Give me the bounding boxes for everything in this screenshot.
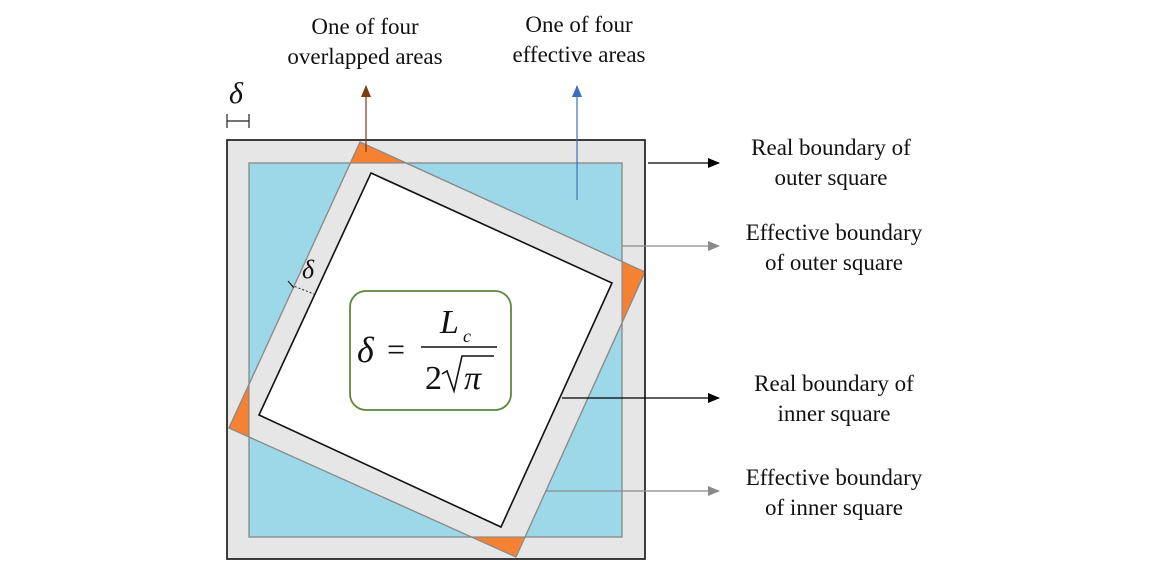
formula-L: L bbox=[439, 304, 459, 341]
formula-equals: = bbox=[387, 331, 405, 367]
eff-inner-label-line2: of inner square bbox=[765, 495, 903, 520]
real-inner-label-line2: inner square bbox=[777, 401, 890, 426]
formula-c: c bbox=[463, 326, 471, 346]
delta-width-marker: δ bbox=[226, 77, 250, 128]
eff-outer-label-line2: of outer square bbox=[765, 250, 903, 275]
real-outer-label-line1: Real boundary of bbox=[751, 135, 911, 160]
eff-inner-label-line1: Effective boundary bbox=[746, 465, 923, 490]
formula-two: 2 bbox=[425, 360, 442, 397]
eff-outer-label-line1: Effective boundary bbox=[746, 220, 923, 245]
effective-label-line2: effective areas bbox=[512, 42, 645, 67]
effective-label-line1: One of four bbox=[525, 12, 633, 37]
overlapped-label-line1: One of four bbox=[311, 14, 419, 39]
real-inner-label-line1: Real boundary of bbox=[754, 371, 914, 396]
formula-delta: δ bbox=[357, 330, 375, 370]
formula-pi: π bbox=[464, 360, 482, 397]
delta-symbol-band: δ bbox=[302, 255, 315, 284]
delta-band-marker: δ bbox=[287, 255, 315, 295]
formula-box: δ = L c 2 π bbox=[349, 290, 512, 411]
formula-sqrt bbox=[441, 355, 494, 394]
overlapped-label-line2: overlapped areas bbox=[287, 44, 442, 69]
delta-symbol-top: δ bbox=[229, 77, 244, 110]
real-outer-label-line2: outer square bbox=[774, 165, 887, 190]
